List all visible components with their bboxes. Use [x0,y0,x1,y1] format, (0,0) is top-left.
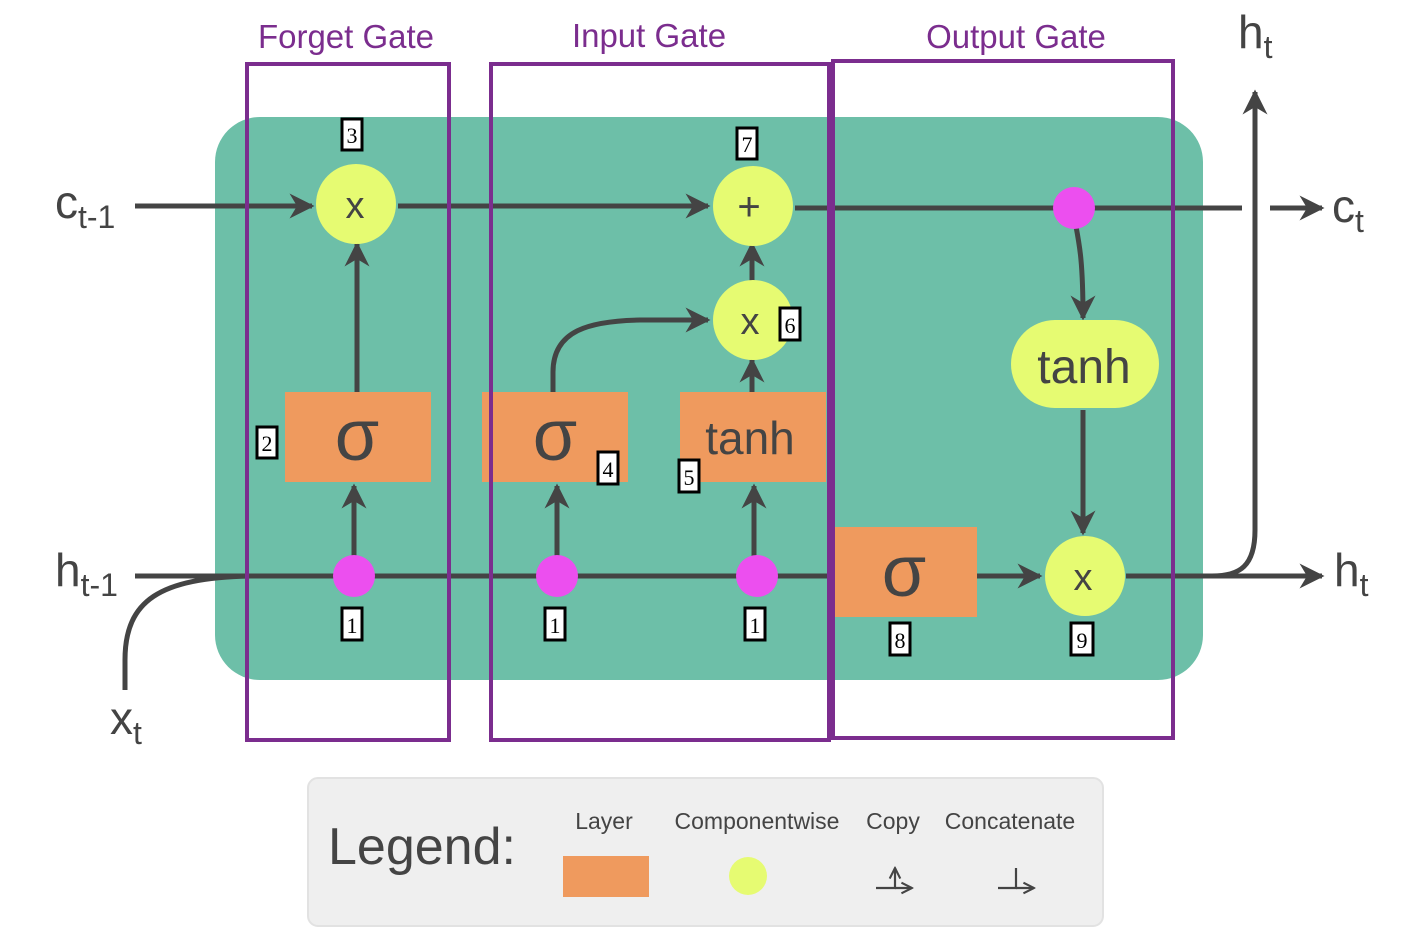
input-sigma-label: σ [533,396,577,476]
flow-lines [122,89,1325,690]
step-6-box [778,306,802,342]
step-6-label: 6 [785,313,796,338]
output-tanh-node [1011,320,1159,408]
input-tanh-layer [680,392,826,482]
input-multiply-symbol: x [741,301,760,343]
output-gate-title: Output Gate [926,18,1106,55]
step-1a-label: 1 [347,613,358,638]
input-gate-title: Input Gate [572,17,726,54]
copy-point-cell-state [1053,187,1095,229]
copy-point-forget [333,555,375,597]
step-4-label: 4 [603,457,614,482]
step-5-label: 5 [684,465,695,490]
x-input-line [122,573,251,690]
copy-point-input-tanh [736,555,778,597]
legend-componentwise-label: Componentwise [675,808,840,834]
h-prev-label: ht-1 [55,544,118,603]
forget-multiply-node [316,164,396,244]
step-2-label: 2 [262,431,273,456]
step-1b-label: 1 [550,613,561,638]
output-sigma-label: σ [882,532,926,612]
input-sigma-to-mult [550,307,711,392]
step-markers: 3 2 7 6 4 5 1 1 1 8 9 [255,117,1095,657]
legend-layer-label: Layer [575,808,633,834]
h-top-label: ht [1238,6,1273,65]
step-9-box [1069,621,1095,657]
forget-sigma-label: σ [335,396,379,476]
output-multiply-symbol: x [1074,557,1093,599]
step-4-box [596,450,620,486]
h-up-line [1211,89,1268,579]
copy-point-input-sigma [536,555,578,597]
step-2-box [255,425,279,460]
legend-componentwise-swatch [729,857,767,895]
x-input-label: xt [110,692,142,751]
step-1c-box [743,606,767,642]
legend-concatenate-label: Concatenate [945,808,1075,834]
c-prev-label: ct-1 [55,176,115,235]
add-node [713,166,793,246]
forget-sigma-layer [285,392,431,482]
step-8-box [888,621,912,657]
output-multiply-node [1045,536,1125,616]
h-out-label: ht [1334,544,1369,603]
legend-layer-swatch [563,856,649,897]
input-gate-box [489,62,831,742]
legend: Legend: Layer Componentwise Copy Concate… [307,777,1104,927]
output-tanh-label: tanh [1037,341,1130,394]
step-8-label: 8 [895,628,906,653]
step-7-box [735,126,759,161]
copy-arrow-icon [876,868,912,888]
input-tanh-label: tanh [705,412,795,464]
output-gate-box [831,59,1175,740]
forget-multiply-symbol: x [346,185,365,227]
add-symbol: + [737,185,760,229]
step-3-label: 3 [347,123,358,148]
step-9-label: 9 [1077,628,1088,653]
forget-gate-title: Forget Gate [258,18,434,55]
c-out-label: ct [1332,180,1364,239]
step-1c-label: 1 [750,613,761,638]
step-7-label: 7 [742,132,753,157]
step-1a-box [340,606,364,642]
forget-gate-box [245,62,451,742]
legend-copy-label: Copy [866,808,920,834]
step-5-box [677,458,701,494]
legend-title: Legend: [328,818,516,876]
output-sigma-layer [834,527,977,617]
step-1b-box [543,606,567,642]
step-3-box [340,117,364,152]
input-multiply-node [713,280,793,360]
concatenate-arrow-icon [998,868,1034,888]
